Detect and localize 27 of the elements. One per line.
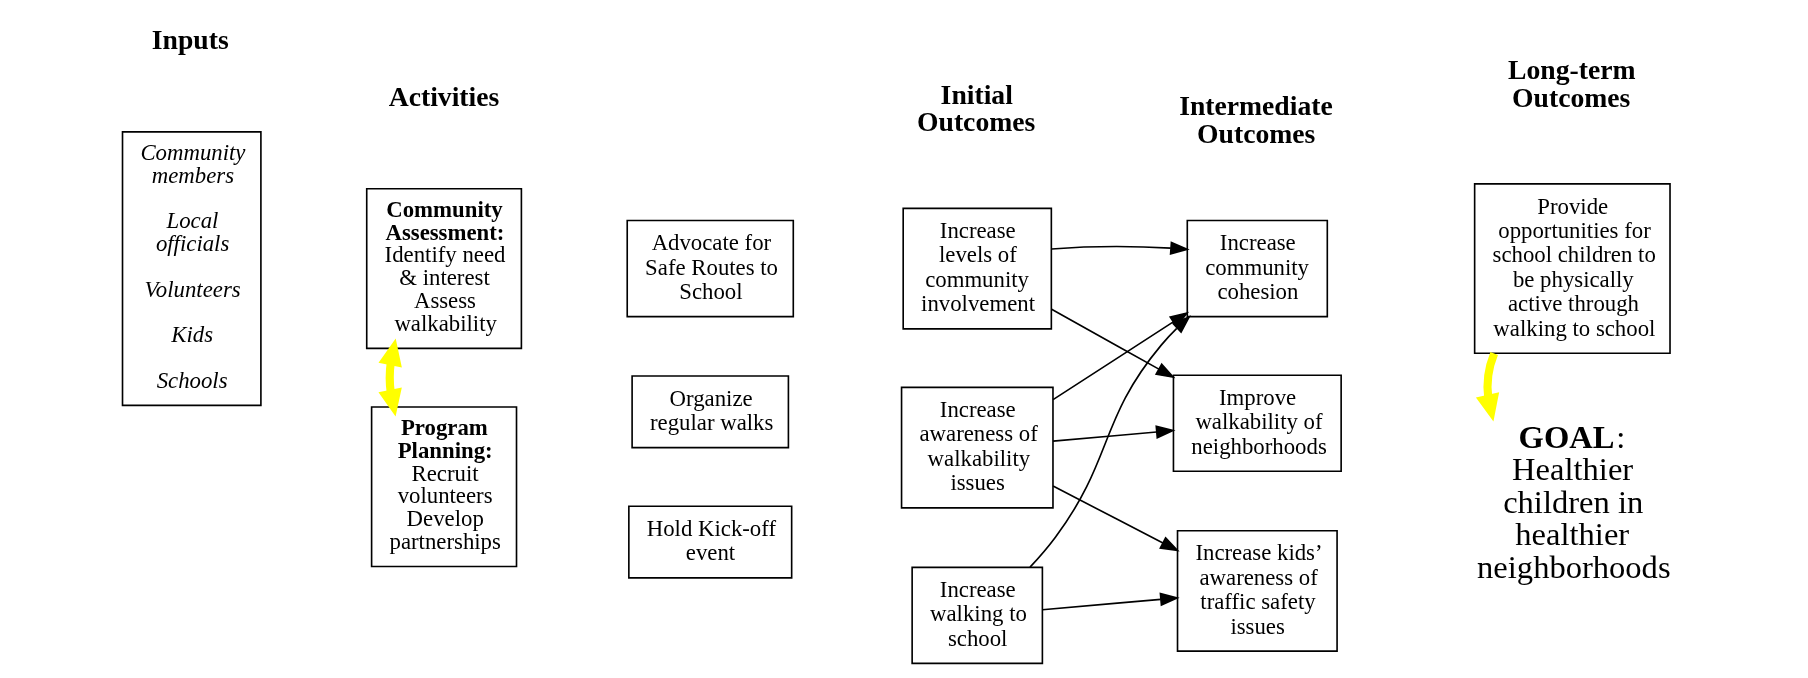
- arrow: [1052, 425, 1176, 442]
- node-box: Improve walkability of neighborhoods: [1172, 374, 1342, 473]
- node-box: Community Assessment: Identify need & interest Assess walkability: [365, 188, 523, 350]
- arrow: [1041, 592, 1180, 611]
- arrow: [1475, 352, 1500, 422]
- node-box: Increase awareness of walkability issues: [900, 386, 1054, 509]
- node-box: Increase community cohesion: [1186, 219, 1329, 318]
- label: Initial Outcomes: [917, 78, 1036, 138]
- node-box: Hold Kick-off event: [628, 505, 793, 579]
- node-box: Increase kids’ awareness of traffic safety issues: [1176, 529, 1338, 652]
- arrow: [378, 338, 402, 417]
- arrow: [1052, 485, 1180, 552]
- node-box: Program Planning: Recruit volunteers Develop partnerships: [370, 406, 518, 568]
- label: Inputs: [151, 23, 229, 55]
- node-box: Increase levels of community involvement: [902, 207, 1053, 330]
- node-box: Advocate for Safe Routes to School: [626, 219, 795, 318]
- arrow: [1050, 308, 1176, 379]
- arrow: [1050, 241, 1190, 255]
- node-box: Community members Local officials Volunteers Kids Schools: [121, 131, 262, 407]
- label: Activities: [388, 80, 500, 112]
- arrow: [1029, 315, 1191, 568]
- node-text: GOAL: Healthier children in healthier neighborhoods: [1477, 418, 1671, 585]
- node-box: Increase walking to school: [911, 566, 1044, 665]
- label: Intermediate Outcomes: [1179, 89, 1333, 149]
- node-box: Organize regular walks: [631, 375, 790, 449]
- node-box: Provide opportunities for school children to be physically active through walking to school: [1473, 183, 1671, 355]
- label: Long-term Outcomes: [1508, 54, 1636, 113]
